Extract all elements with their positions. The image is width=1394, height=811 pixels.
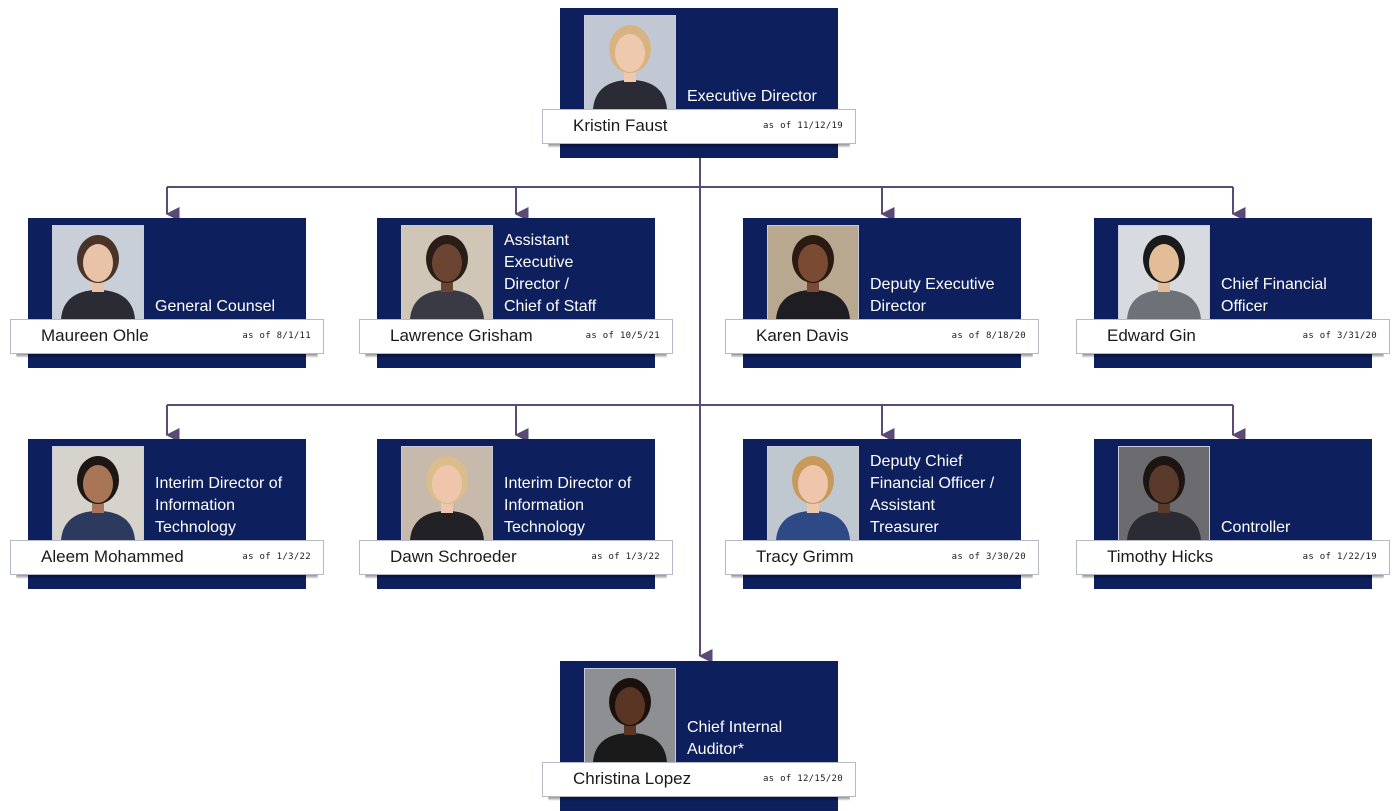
portrait-photo — [401, 225, 493, 320]
as-of-date: as of 10/5/21 — [585, 331, 660, 341]
name-banner: Lawrence Grisham as of 10/5/21 — [359, 319, 673, 354]
portrait-face — [1149, 244, 1179, 282]
portrait-photo — [1118, 225, 1210, 320]
person-name: Timothy Hicks — [1107, 547, 1214, 566]
card-christina-lopez: Chief Internal Auditor* Christina Lopez … — [542, 661, 856, 811]
as-of-date: as of 11/12/19 — [762, 121, 843, 131]
person-name: Tracy Grimm — [756, 547, 854, 566]
card-dawn-schroeder: Interim Director of Information Technolo… — [359, 439, 673, 589]
portrait-face — [432, 244, 462, 282]
as-of-date: as of 1/3/22 — [591, 552, 660, 562]
job-title: Controller — [1221, 519, 1291, 536]
portrait-photo — [1118, 446, 1210, 541]
portrait-photo — [767, 225, 859, 320]
portrait-photo — [52, 225, 144, 320]
person-name: Karen Davis — [756, 326, 849, 345]
person-name: Dawn Schroeder — [390, 547, 517, 566]
name-banner: Karen Davis as of 8/18/20 — [725, 319, 1039, 354]
portrait-shoulders — [61, 511, 135, 540]
person-name: Kristin Faust — [573, 116, 668, 135]
portrait-shoulders — [776, 511, 850, 540]
job-title: Interim Director of Information Technolo… — [155, 475, 283, 536]
portrait-face — [798, 465, 828, 503]
name-banner: Tracy Grimm as of 3/30/20 — [725, 540, 1039, 575]
job-title: General Counsel — [155, 298, 276, 315]
portrait-face — [1149, 465, 1179, 503]
portrait-shoulders — [1127, 511, 1201, 540]
as-of-date: as of 8/1/11 — [242, 331, 311, 341]
as-of-date: as of 12/15/20 — [762, 774, 843, 784]
person-name: Maureen Ohle — [41, 326, 149, 345]
portrait-shoulders — [1127, 290, 1201, 319]
portrait-shoulders — [776, 290, 850, 319]
portrait-photo — [401, 446, 493, 541]
name-banner: Christina Lopez as of 12/15/20 — [542, 762, 856, 797]
portrait-shoulders — [410, 511, 484, 540]
person-name: Lawrence Grisham — [390, 326, 533, 345]
portrait-face — [615, 687, 645, 725]
as-of-date: as of 3/30/20 — [951, 552, 1026, 562]
name-banner: Maureen Ohle as of 8/1/11 — [10, 319, 324, 354]
job-title: Deputy Executive Director — [870, 276, 995, 315]
portrait-face — [83, 244, 113, 282]
portrait-face — [798, 244, 828, 282]
card-kristin-faust: Executive Director Kristin Faust as of 1… — [542, 8, 856, 158]
name-banner: Dawn Schroeder as of 1/3/22 — [359, 540, 673, 575]
name-banner: Kristin Faust as of 11/12/19 — [542, 109, 856, 144]
portrait-photo — [767, 446, 859, 541]
card-tracy-grimm: Deputy Chief Financial Officer / Assista… — [725, 439, 1039, 589]
portrait-photo — [584, 668, 676, 763]
card-karen-davis: Deputy Executive Director Karen Davis as… — [725, 218, 1039, 368]
portrait-shoulders — [410, 290, 484, 319]
portrait-shoulders — [593, 80, 667, 109]
portrait-photo — [52, 446, 144, 541]
card-timothy-hicks: Controller Timothy Hicks as of 1/22/19 — [1076, 439, 1390, 589]
as-of-date: as of 3/31/20 — [1302, 331, 1377, 341]
person-name: Aleem Mohammed — [41, 547, 184, 566]
job-title: Chief Internal Auditor* — [687, 719, 783, 758]
as-of-date: as of 1/3/22 — [242, 552, 311, 562]
card-aleem-mohammed: Interim Director of Information Technolo… — [10, 439, 324, 589]
portrait-photo — [584, 15, 676, 110]
name-banner: Aleem Mohammed as of 1/3/22 — [10, 540, 324, 575]
as-of-date: as of 1/22/19 — [1302, 552, 1377, 562]
card-edward-gin: Chief Financial Officer Edward Gin as of… — [1076, 218, 1390, 368]
job-title: Assistant Executive Director / Chief of … — [504, 232, 597, 315]
as-of-date: as of 8/18/20 — [951, 331, 1026, 341]
name-banner: Edward Gin as of 3/31/20 — [1076, 319, 1390, 354]
portrait-shoulders — [61, 290, 135, 319]
job-title: Executive Director — [687, 88, 817, 105]
portrait-face — [83, 465, 113, 503]
job-title: Deputy Chief Financial Officer / Assista… — [870, 453, 995, 536]
name-banner: Timothy Hicks as of 1/22/19 — [1076, 540, 1390, 575]
person-name: Edward Gin — [1107, 326, 1196, 345]
card-lawrence-grisham: Assistant Executive Director / Chief of … — [359, 218, 673, 368]
person-name: Christina Lopez — [573, 769, 692, 788]
portrait-face — [432, 465, 462, 503]
portrait-shoulders — [593, 733, 667, 762]
card-maureen-ohle: General Counsel Maureen Ohle as of 8/1/1… — [10, 218, 324, 368]
portrait-face — [615, 34, 645, 72]
job-title: Chief Financial Officer — [1221, 276, 1327, 315]
job-title: Interim Director of Information Technolo… — [504, 475, 632, 536]
